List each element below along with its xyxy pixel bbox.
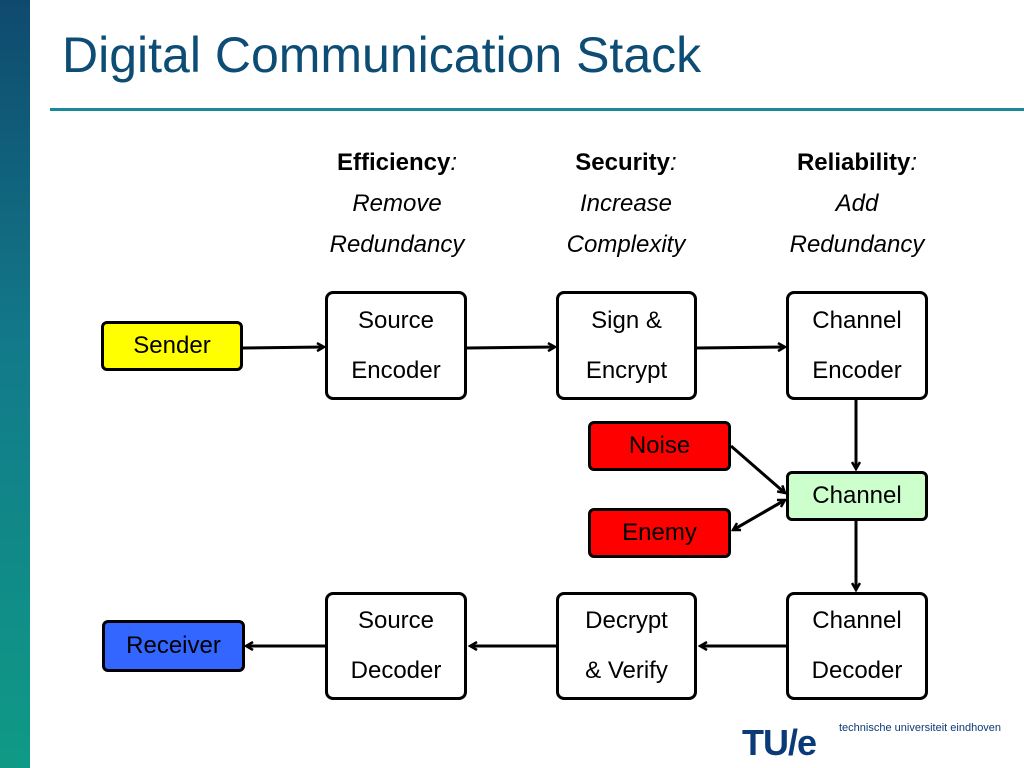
decrypt-verify-line2: & Verify — [585, 657, 668, 684]
arrow-sign-encrypt-to-channel-encoder — [696, 347, 785, 348]
header-efficiency-line1: Remove — [352, 190, 442, 217]
channel-encoder-line1: Channel — [812, 306, 902, 334]
noise-node: Noise — [588, 421, 731, 471]
sender-label: Sender — [133, 332, 211, 359]
decrypt-verify-node: Decrypt & Verify — [556, 592, 697, 700]
channel-decoder-line2: Decoder — [811, 657, 903, 684]
tue-logo-text: technische universiteit eindhoven — [839, 722, 1002, 734]
source-decoder-line2: Decoder — [350, 657, 442, 684]
header-efficiency-label: Efficiency — [336, 149, 451, 176]
header-reliability-colon: : — [910, 149, 918, 176]
header-reliability-label: Reliability — [796, 149, 911, 176]
channel-node: Channel — [786, 471, 928, 521]
source-encoder-line1: Source — [357, 306, 435, 334]
tue-logo-mark: TU/e — [742, 722, 817, 763]
source-encoder-line2: Encoder — [351, 356, 441, 384]
arrow-sender-to-source-encoder — [242, 347, 324, 348]
sign-encrypt-line1: Sign & — [591, 306, 662, 334]
enemy-label: Enemy — [622, 519, 697, 546]
side-accent-bar — [0, 0, 30, 768]
arrow-noise-to-channel — [730, 444, 785, 493]
header-security-line2: Complexity — [566, 231, 686, 258]
header-security-line1: Increase — [579, 190, 673, 217]
channel-label: Channel — [812, 482, 902, 509]
source-decoder-line1: Source — [357, 607, 435, 634]
sign-encrypt-line2: Encrypt — [585, 356, 668, 384]
receiver-node: Receiver — [102, 620, 245, 672]
header-reliability: Reliability: Add Redundancy — [747, 142, 967, 265]
arrow-source-encoder-to-sign-encrypt — [466, 347, 555, 348]
noise-label: Noise — [628, 432, 691, 459]
header-security: Security: Increase Complexity — [516, 142, 736, 265]
receiver-label: Receiver — [126, 632, 221, 659]
arrow-enemy-to-channel — [732, 498, 785, 532]
header-efficiency-line2: Redundancy — [329, 231, 465, 258]
title-divider — [50, 108, 1024, 111]
slide-title: Digital Communication Stack — [62, 27, 702, 83]
header-security-colon: : — [670, 149, 677, 176]
header-efficiency: Efficiency: Remove Redundancy — [287, 142, 507, 265]
header-security-label: Security — [575, 149, 671, 176]
channel-decoder-line1: Channel — [812, 607, 902, 634]
header-reliability-line1: Add — [835, 190, 879, 217]
header-efficiency-colon: : — [450, 149, 458, 176]
enemy-node: Enemy — [588, 508, 731, 558]
sign-encrypt-node: Sign & Encrypt — [556, 291, 697, 400]
channel-encoder-line2: Encoder — [812, 356, 902, 384]
decrypt-verify-line1: Decrypt — [585, 607, 668, 634]
sender-node: Sender — [101, 321, 243, 371]
header-reliability-line2: Redundancy — [789, 231, 925, 258]
